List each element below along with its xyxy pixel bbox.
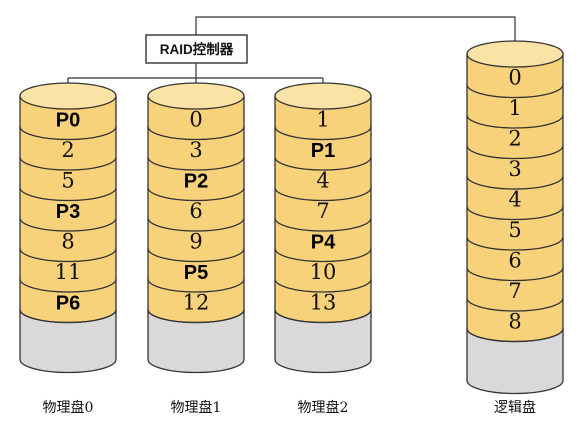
- block-divider: [147, 309, 245, 324]
- data-block-label: 7: [508, 279, 521, 303]
- disk-name-label: 物理盘2: [298, 399, 349, 416]
- parity-block-label: P4: [311, 231, 336, 253]
- data-block-label: 0: [189, 107, 202, 131]
- block-divider: [274, 156, 372, 171]
- disk-empty-base: [274, 308, 372, 374]
- disk-1: 0 3P2 6 9P5 12 物理盘1: [147, 82, 245, 416]
- raid-controller: RAID控制器: [145, 34, 248, 64]
- block-divider: [19, 126, 117, 141]
- block-divider: [466, 145, 564, 160]
- block-divider: [274, 278, 372, 293]
- block-divider: [466, 206, 564, 221]
- block-divider: [466, 297, 564, 312]
- block-divider: [466, 175, 564, 190]
- block-divider: [466, 328, 564, 343]
- data-block-label: 9: [189, 229, 202, 253]
- block-divider: [274, 187, 372, 202]
- controller-label: RAID控制器: [160, 41, 234, 57]
- block-divider: [147, 217, 245, 232]
- block-divider: [147, 187, 245, 202]
- data-block-label: 8: [508, 309, 521, 333]
- data-block-label: 4: [508, 187, 521, 211]
- block-divider: [274, 309, 372, 324]
- block-divider: [466, 236, 564, 251]
- data-block-label: 13: [310, 290, 337, 314]
- data-block-label: 11: [55, 260, 82, 284]
- data-block-label: 6: [189, 199, 202, 223]
- connection-lines: [67, 16, 516, 96]
- data-block-label: 3: [508, 157, 521, 181]
- block-divider: [274, 248, 372, 263]
- disk-empty-base: [19, 308, 117, 374]
- parity-block-label: P0: [56, 109, 80, 131]
- block-divider: [147, 248, 245, 263]
- block-divider: [466, 267, 564, 282]
- block-divider: [147, 156, 245, 171]
- data-block-label: 5: [61, 168, 74, 192]
- data-block-label: 10: [310, 260, 337, 284]
- data-block-label: 1: [316, 107, 329, 131]
- block-divider: [19, 187, 117, 202]
- disk-top: [274, 82, 372, 110]
- data-block-label: 4: [316, 168, 329, 192]
- parity-block-label: P5: [184, 262, 208, 284]
- data-block-label: 2: [61, 138, 74, 162]
- block-divider: [147, 278, 245, 293]
- data-block-label: 3: [189, 138, 202, 162]
- parity-block-label: P2: [184, 170, 208, 192]
- data-block-label: 7: [316, 199, 329, 223]
- disk-top: [147, 82, 245, 110]
- controller-to-logical-line: [195, 16, 516, 54]
- block-divider: [274, 126, 372, 141]
- parity-block-label: P6: [56, 292, 80, 314]
- block-divider: [19, 278, 117, 293]
- data-block-label: 1: [508, 96, 521, 120]
- disk-name-label: 物理盘0: [43, 399, 94, 416]
- block-divider: [466, 84, 564, 99]
- disk-3: 0 1 2 3 4 5 6 7 8 逻辑盘: [466, 40, 564, 416]
- data-block-label: 6: [508, 248, 521, 272]
- disk-name-label: 逻辑盘: [494, 399, 536, 416]
- disk-2: 1P1 4 7P4 10 13 物理盘2: [274, 82, 372, 416]
- block-divider: [466, 114, 564, 129]
- block-divider: [19, 217, 117, 232]
- disk-empty-base: [147, 308, 245, 374]
- data-block-label: 5: [508, 218, 521, 242]
- block-divider: [19, 248, 117, 263]
- disk-empty-base: [466, 327, 564, 395]
- block-divider: [147, 126, 245, 141]
- disk-top: [466, 40, 564, 68]
- parity-block-label: P1: [311, 140, 335, 162]
- data-block-label: 12: [183, 290, 210, 314]
- data-block-label: 2: [508, 126, 521, 150]
- data-block-label: 0: [508, 65, 521, 89]
- parity-block-label: P3: [56, 201, 80, 223]
- disks-group: P025P3811P6物理盘003P269P512物理盘11P147P41013…: [19, 40, 564, 416]
- data-block-label: 8: [61, 229, 74, 253]
- controller-box: [145, 34, 248, 64]
- block-divider: [19, 156, 117, 171]
- disk-name-label: 物理盘1: [171, 399, 222, 416]
- block-divider: [19, 309, 117, 324]
- block-divider: [274, 217, 372, 232]
- disk-top: [19, 82, 117, 110]
